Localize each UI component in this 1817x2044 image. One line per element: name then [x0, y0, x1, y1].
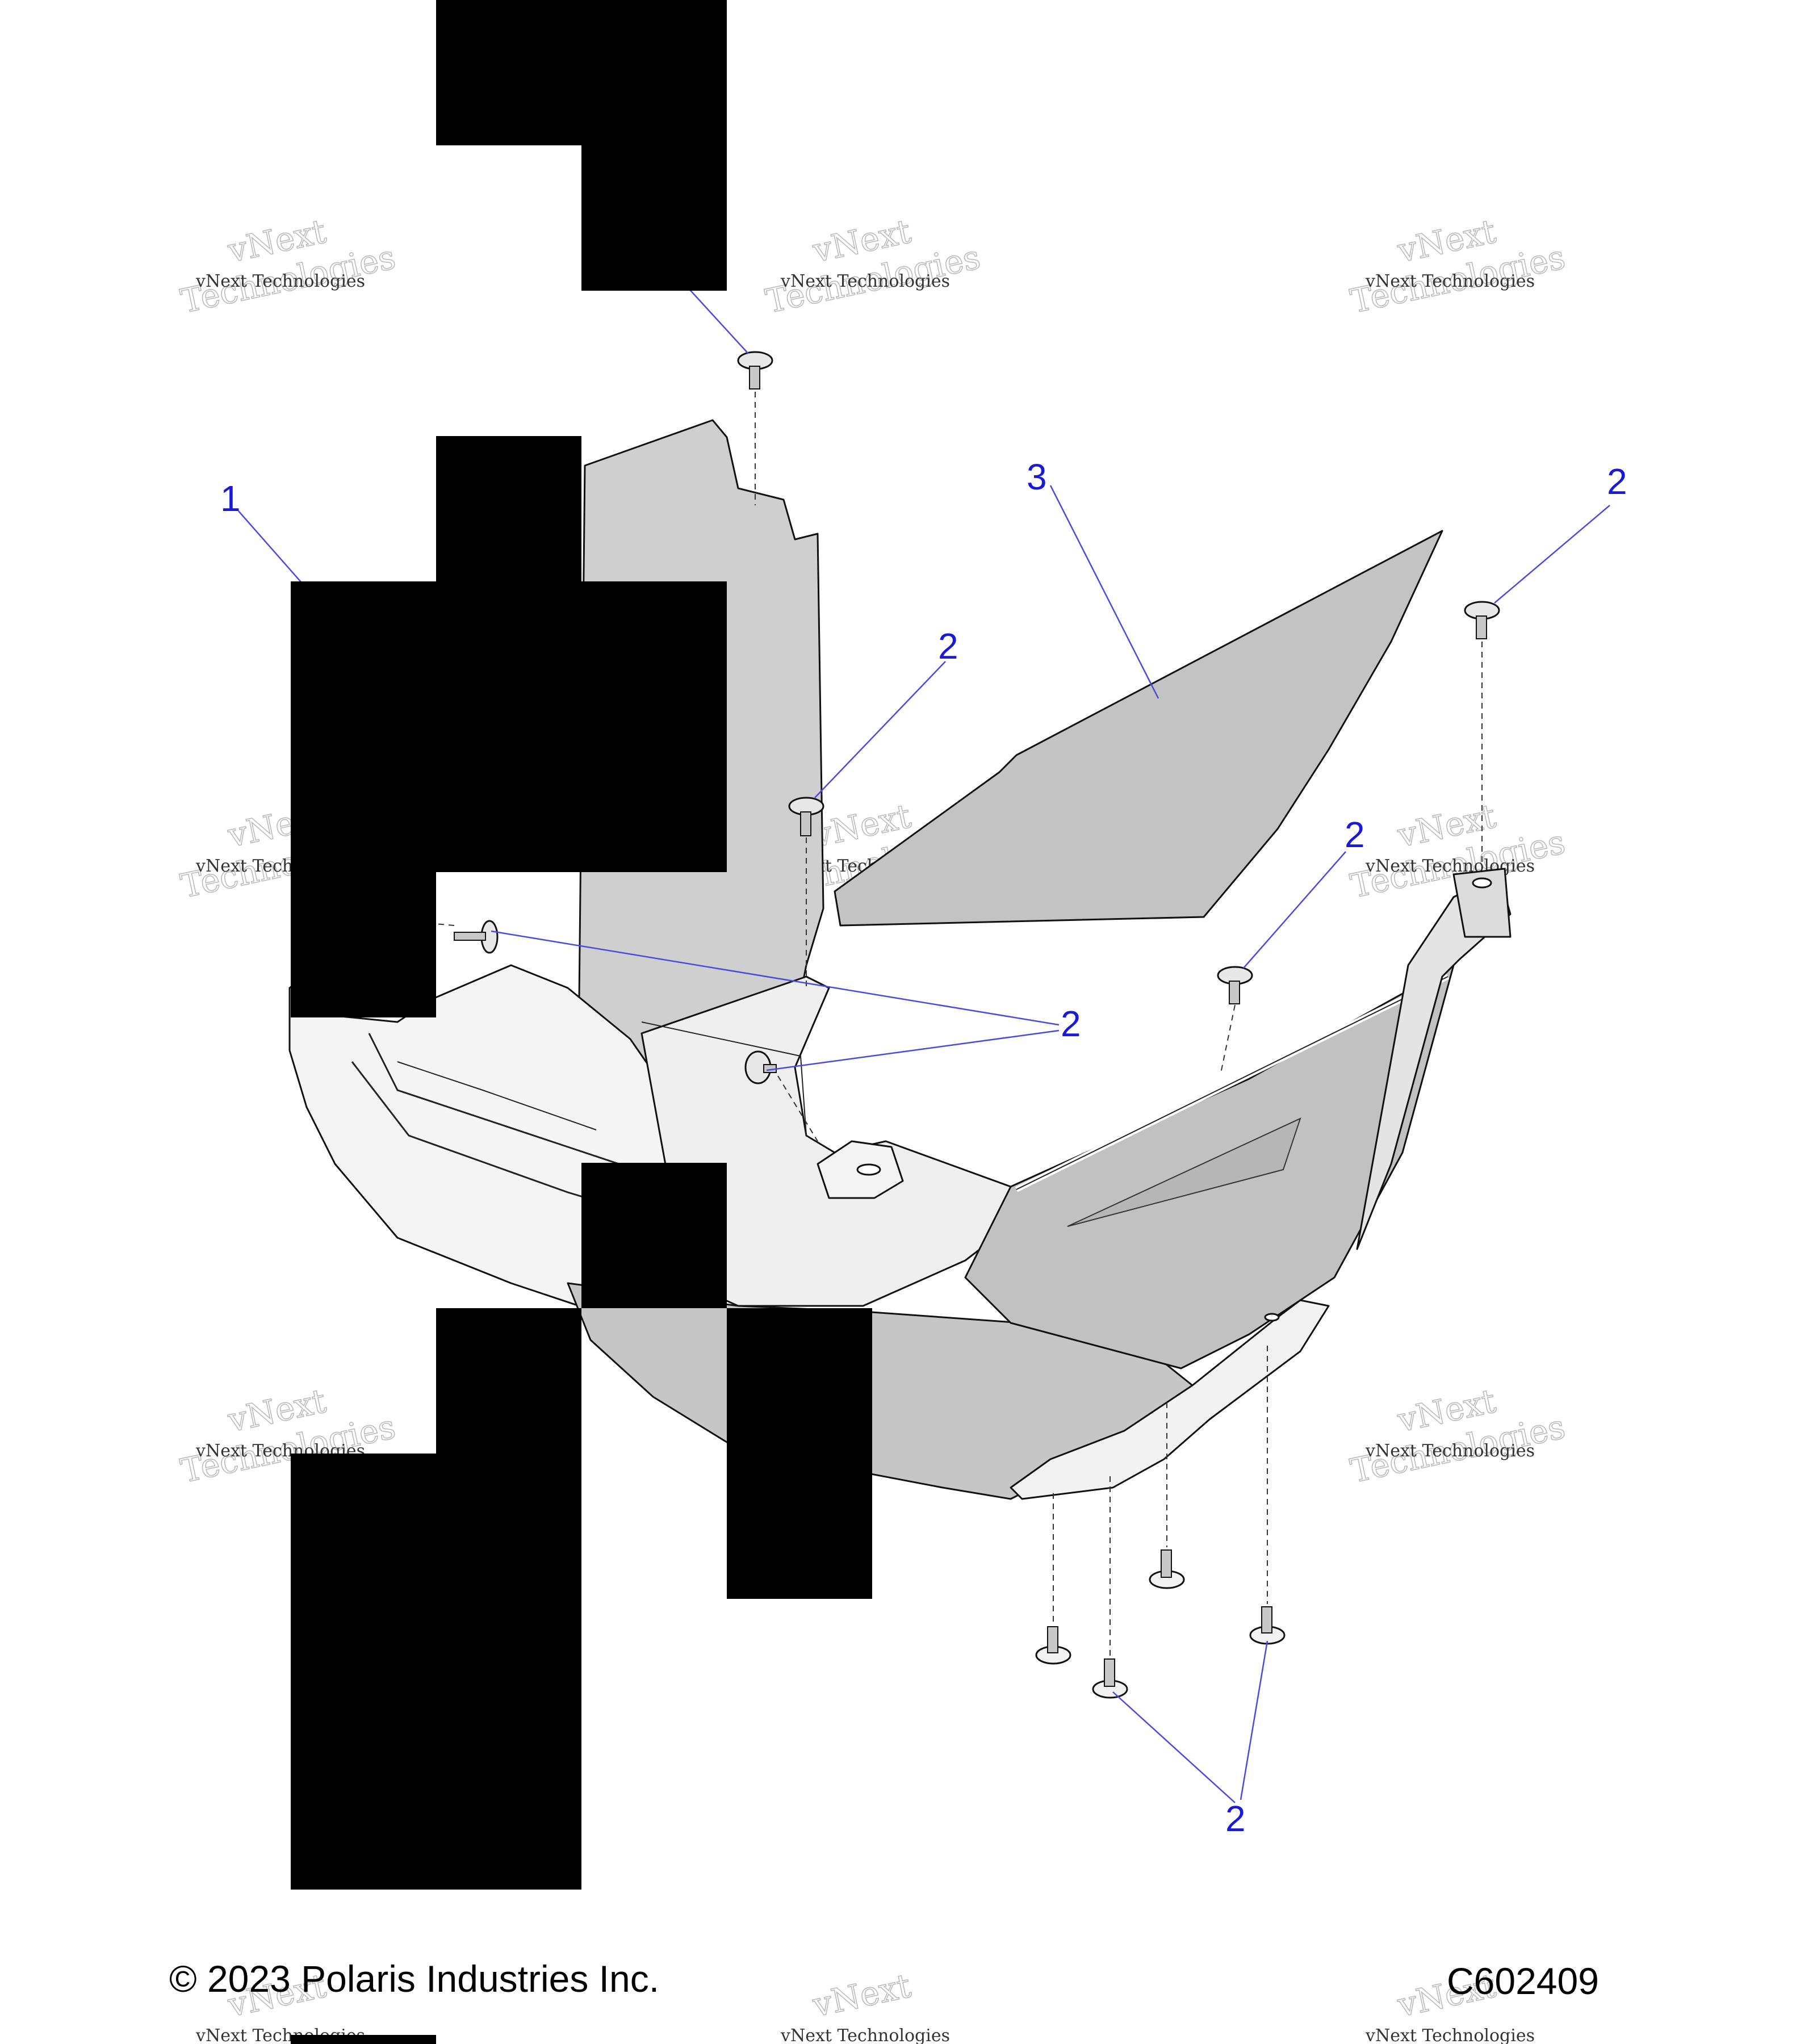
callout-2-center-low: 2 — [1061, 1003, 1081, 1044]
redaction-block — [291, 581, 727, 872]
watermark: vNext Technologies vNext Technologies — [762, 211, 984, 321]
redaction-block — [436, 1308, 581, 1454]
callout-3: 3 — [1027, 456, 1047, 497]
fastener-left-side — [454, 920, 499, 954]
watermark: vNext vNext Technologies — [780, 1966, 950, 2044]
callout-2-right-mid: 2 — [1345, 814, 1365, 855]
fastener-right-top — [1464, 601, 1500, 639]
fastener-right-mid — [1217, 966, 1253, 1004]
svg-text:vNext Technologies: vNext Technologies — [195, 271, 365, 291]
callout-2-right-top: 2 — [1607, 461, 1627, 502]
redaction-block — [727, 1308, 872, 1599]
redaction-block — [291, 872, 436, 1017]
svg-text:vNext Technologies: vNext Technologies — [1365, 1441, 1535, 1461]
svg-text:vNext Technologies: vNext Technologies — [1365, 271, 1535, 291]
redaction-block — [436, 0, 727, 145]
callout-2-center: 2 — [938, 626, 958, 667]
diagram-code: C602409 — [1447, 1960, 1599, 2002]
redaction-layer — [291, 0, 872, 2044]
watermark: vNext Technologies vNext Technologies — [177, 211, 399, 321]
watermark: vNext Technologies vNext Technologies — [1347, 796, 1569, 906]
fastener-bottom-4 — [1249, 1606, 1286, 1645]
redaction-block — [291, 2035, 436, 2044]
svg-text:vNext Technologies: vNext Technologies — [780, 271, 950, 291]
copyright-text: © 2023 Polaris Industries Inc. — [169, 1958, 659, 2000]
leader-lines — [238, 286, 1610, 1803]
fastener-layer — [454, 351, 1500, 1699]
svg-text:vNext Technologies: vNext Technologies — [1365, 856, 1535, 876]
svg-text:vNext Technologies: vNext Technologies — [1365, 2026, 1535, 2044]
watermark: vNext Technologies vNext Technologies — [1347, 211, 1569, 321]
fastener-center — [788, 797, 824, 836]
redaction-block — [581, 1163, 727, 1308]
svg-text:vNext: vNext — [809, 1966, 914, 2025]
callouts: 1 3 2 2 2 2 2 — [220, 456, 1627, 1839]
redaction-block — [581, 145, 727, 291]
svg-text:vNext Technologies: vNext Technologies — [780, 2026, 950, 2044]
fastener-bottom-2 — [1035, 1626, 1071, 1665]
fastener-top — [737, 351, 773, 389]
callout-2-bottom: 2 — [1225, 1798, 1246, 1839]
watermark: vNext Technologies vNext Technologies — [1347, 1381, 1569, 1491]
fastener-bottom-1 — [1149, 1549, 1185, 1589]
part-3-panel — [834, 530, 1443, 927]
footer: © 2023 Polaris Industries Inc. C602409 — [169, 1958, 1599, 2002]
redaction-block — [436, 436, 581, 581]
fastener-center-low — [744, 1050, 777, 1084]
fastener-bottom-3 — [1092, 1658, 1128, 1699]
callout-1: 1 — [220, 478, 241, 519]
redaction-block — [291, 1454, 581, 1890]
assembly-lines — [422, 392, 1483, 1657]
